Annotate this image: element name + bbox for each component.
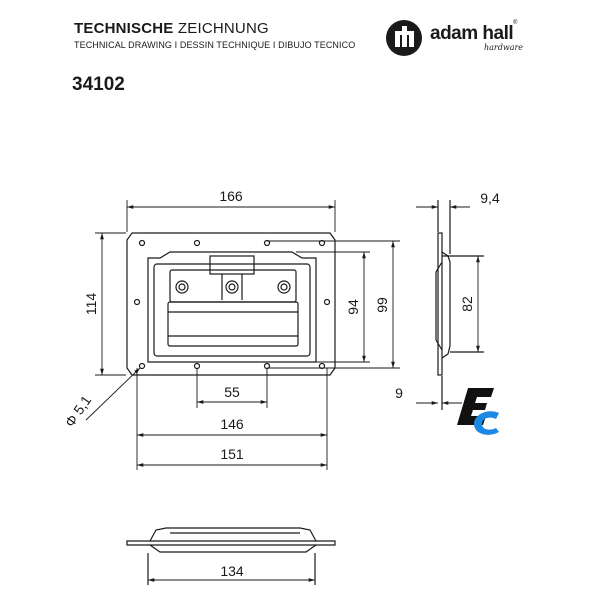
mount-hole — [263, 239, 271, 247]
bottom-recess — [149, 527, 317, 542]
dim-label-hole-diameter: Φ 5,1 — [61, 392, 94, 430]
dimension-lines — [85, 200, 400, 470]
part-number: 34102 — [72, 74, 125, 95]
adam-hall-logo: adam hall hardware ® — [384, 16, 534, 60]
dim-label-134: 134 — [220, 563, 244, 579]
recess-outer — [147, 251, 317, 363]
drawing-subtitle: TECHNICAL DRAWING I DESSIN TECHNIQUE I D… — [74, 40, 356, 50]
logo-text: adam hall — [430, 23, 514, 44]
base-plate — [126, 232, 336, 376]
title-bold: TECHNISCHE — [74, 20, 174, 37]
dim-label-151: 151 — [220, 446, 244, 462]
dim-label-114: 114 — [83, 293, 99, 316]
side-handle — [435, 261, 443, 351]
mount-hole — [193, 239, 201, 247]
mount-hole — [193, 362, 201, 370]
dim-label-94: 94 — [345, 299, 361, 315]
mount-hole — [318, 239, 326, 247]
pivot-left-inner — [178, 283, 186, 291]
side-plate — [437, 232, 443, 376]
center-tab — [209, 255, 255, 275]
dim-label-146: 146 — [220, 416, 244, 432]
dim-label-166: 166 — [219, 188, 243, 204]
pivot-center-inner — [228, 283, 236, 291]
dim-label-55: 55 — [224, 384, 240, 400]
leader-hole-diameter — [85, 367, 141, 421]
side-profile — [441, 251, 451, 359]
title-rest: ZEICHNUNG — [177, 20, 269, 37]
recess-inner — [153, 263, 311, 357]
handle-bar — [169, 269, 297, 303]
pivot-left — [175, 280, 189, 294]
mount-hole — [138, 362, 146, 370]
dim-label-9: 9 — [395, 385, 403, 401]
dim-label-82: 82 — [459, 296, 475, 312]
dim-label-99: 99 — [374, 297, 390, 313]
pivot-right-inner — [280, 283, 288, 291]
logo-registered-mark: ® — [513, 20, 518, 26]
bottom-plate — [126, 540, 336, 546]
mount-hole — [138, 239, 146, 247]
pivot-right — [277, 280, 291, 294]
handle-grip — [167, 301, 299, 347]
pivot-center — [225, 280, 239, 294]
logo-circle-icon — [386, 20, 422, 56]
mount-hole — [133, 298, 141, 306]
bottom-view — [126, 527, 336, 585]
drawing-title: TECHNISCHE ZEICHNUNG — [74, 20, 269, 37]
mount-hole — [318, 362, 326, 370]
mount-hole — [323, 298, 331, 306]
dim-label-9-4: 9,4 — [480, 190, 500, 206]
front-view — [126, 232, 336, 376]
side-view — [416, 200, 484, 410]
ec-logo-icon — [457, 388, 499, 435]
logo-tagline: hardware — [484, 43, 524, 52]
